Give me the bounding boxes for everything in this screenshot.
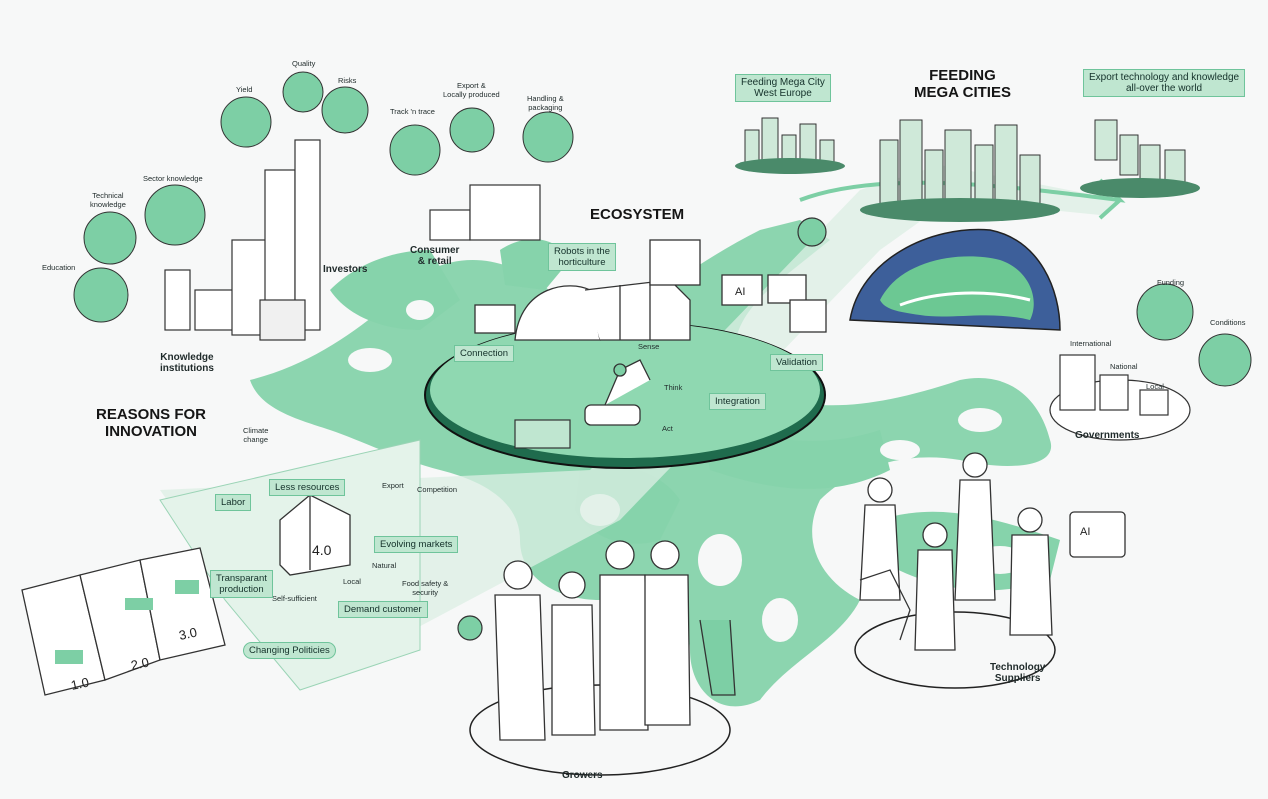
tag-labor: Labor <box>215 494 252 511</box>
label-knowledge-institutions: Knowledge institutions <box>160 352 214 374</box>
greenhouse-version-label: 4.0 <box>312 542 332 558</box>
heading-reasons-for-innovation: REASONS FOR INNOVATION <box>96 406 207 440</box>
tag-export-technology-knowledge: Export technology and knowledge all-over… <box>1083 69 1246 97</box>
label-quality: Quality <box>292 59 316 68</box>
knowledge-icons <box>73 71 1252 387</box>
peppers-icon <box>797 217 827 247</box>
knowledge-buildings <box>164 139 321 341</box>
label-food-safety-security: Food safety & security <box>402 579 449 597</box>
label-export: Export <box>382 481 404 490</box>
label-governments: Governments <box>1075 430 1140 441</box>
label-national: National <box>1110 362 1138 371</box>
greenhouse-icon <box>474 279 691 341</box>
label-track-n-trace: Track 'n trace <box>390 107 435 116</box>
version-2-label: 2.0 <box>130 655 151 673</box>
label-think: Think <box>664 383 683 392</box>
label-sense: Sense <box>638 342 660 351</box>
label-act: Act <box>662 424 673 433</box>
label-climate-change: Climate change <box>243 426 269 444</box>
label-education: Education <box>42 263 76 272</box>
label-technology-suppliers: Technology Suppliers <box>990 662 1046 684</box>
ai-board-label: AI <box>735 286 745 298</box>
robot-arm-icon <box>584 359 651 426</box>
tag-evolving-markets: Evolving markets <box>374 536 459 553</box>
tag-demand-customer: Demand customer <box>338 601 428 618</box>
label-growers: Growers <box>562 770 603 781</box>
tablet-ai-label: AI <box>1080 526 1090 538</box>
label-international: International <box>1070 339 1112 348</box>
tag-validation: Validation <box>770 354 824 371</box>
globe-icon <box>849 228 1061 331</box>
tag-less-resources: Less resources <box>269 479 346 496</box>
tag-changing-politicies: Changing Politicies <box>243 642 336 659</box>
version-cards <box>21 547 226 696</box>
tag-integration: Integration <box>709 393 766 410</box>
label-consumer-retail: Consumer & retail <box>410 245 460 267</box>
heading-feeding-mega-cities: FEEDING MEGA CITIES <box>914 67 1011 101</box>
west-europe-city <box>735 117 845 174</box>
consumer-buildings <box>429 184 541 241</box>
government-buildings <box>1059 354 1169 416</box>
label-local: Local <box>343 577 361 586</box>
label-handling-packaging: Handling & packaging <box>527 94 564 112</box>
label-sector-knowledge: Sector knowledge <box>143 174 203 183</box>
greenhouse-4-0-icon <box>279 494 351 576</box>
planter-box <box>514 419 571 449</box>
tag-connection: Connection <box>454 345 515 362</box>
label-local-government: Local <box>1146 382 1164 391</box>
label-self-sufficient: Self-sufficient <box>272 594 317 603</box>
version-3-label: 3.0 <box>178 625 199 643</box>
tech-suppliers-platform <box>854 611 1056 689</box>
mega-city-skyline <box>860 119 1060 222</box>
tag-feeding-mega-city-west-europe: Feeding Mega City West Europe <box>735 74 831 102</box>
tag-transparant-production: Transparant production <box>210 570 273 598</box>
label-natural: Natural <box>372 561 397 570</box>
apple-icon <box>457 615 483 641</box>
growers-people <box>494 540 736 741</box>
label-yield: Yield <box>236 85 253 94</box>
ai-board-icon <box>649 239 827 333</box>
label-investors: Investors <box>323 264 368 275</box>
version-1-label: 1.0 <box>70 675 91 693</box>
tech-suppliers-people <box>859 452 1126 651</box>
label-technical-knowledge: Technical knowledge <box>90 191 126 209</box>
label-export-locally-produced: Export & Locally produced <box>443 81 500 99</box>
label-risks: Risks <box>338 76 357 85</box>
tag-robots-in-horticulture: Robots in the horticulture <box>548 243 616 271</box>
label-conditions: Conditions <box>1210 318 1246 327</box>
label-funding: Funding <box>1157 278 1185 287</box>
label-competition: Competition <box>417 485 458 494</box>
heading-ecosystem: ECOSYSTEM <box>590 206 685 223</box>
world-export-city <box>1080 119 1200 198</box>
